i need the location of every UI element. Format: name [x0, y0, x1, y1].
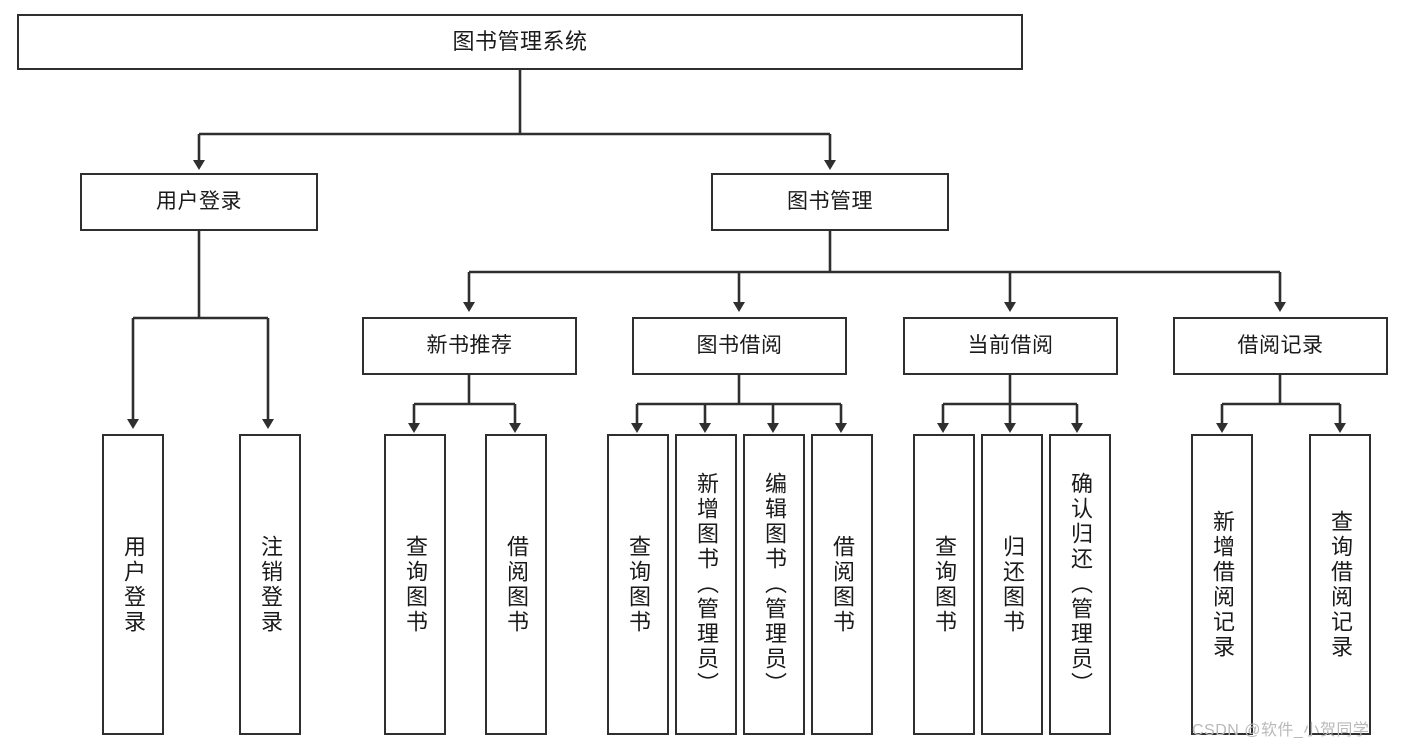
node-user-login[interactable]: 用户登录: [80, 173, 318, 231]
node-label: 新增借阅记录: [1210, 509, 1235, 660]
node-root-library-system[interactable]: 图书管理系统: [17, 14, 1023, 70]
node-label: 查询图书: [403, 534, 428, 635]
leaf-edit-book-admin[interactable]: 编辑图书（管理员）: [743, 434, 805, 735]
node-label: 查询图书: [626, 534, 651, 635]
node-label: 编辑图书（管理员）: [762, 472, 787, 697]
node-label: 确认归还（管理员）: [1068, 472, 1093, 697]
node-new-book-recommendation[interactable]: 新书推荐: [362, 317, 577, 375]
node-label: 用户登录: [121, 534, 146, 635]
leaf-logout[interactable]: 注销登录: [239, 434, 301, 735]
node-label: 借阅图书: [504, 534, 529, 635]
leaf-query-book-borrowing[interactable]: 查询图书: [607, 434, 669, 735]
node-label: 归还图书: [1000, 534, 1025, 635]
leaf-query-book-recommendation[interactable]: 查询图书: [384, 434, 446, 735]
leaf-return-book[interactable]: 归还图书: [981, 434, 1043, 735]
node-borrowing-record[interactable]: 借阅记录: [1173, 317, 1388, 375]
node-label: 新增图书（管理员）: [694, 472, 719, 697]
node-label: 查询图书: [932, 534, 957, 635]
node-label: 注销登录: [258, 534, 283, 635]
leaf-confirm-return-admin[interactable]: 确认归还（管理员）: [1049, 434, 1111, 735]
node-label: 借阅图书: [830, 534, 855, 635]
leaf-borrow-book-recommendation[interactable]: 借阅图书: [485, 434, 547, 735]
csdn-watermark: CSDN @软件_小贺同学: [1192, 722, 1370, 739]
node-label: 借阅记录: [1237, 333, 1324, 357]
leaf-user-login[interactable]: 用户登录: [102, 434, 164, 735]
node-book-management[interactable]: 图书管理: [711, 173, 949, 231]
node-label: 图书借阅: [696, 333, 783, 357]
node-label: 当前借阅: [967, 333, 1054, 357]
node-current-borrowing[interactable]: 当前借阅: [903, 317, 1118, 375]
leaf-query-book-current[interactable]: 查询图书: [913, 434, 975, 735]
leaf-borrow-book-borrowing[interactable]: 借阅图书: [811, 434, 873, 735]
node-label: 查询借阅记录: [1328, 509, 1353, 660]
leaf-query-borrow-record[interactable]: 查询借阅记录: [1309, 434, 1371, 735]
node-book-borrowing[interactable]: 图书借阅: [632, 317, 847, 375]
node-label: 新书推荐: [426, 333, 513, 357]
node-label: 用户登录: [156, 189, 242, 213]
leaf-add-book-admin[interactable]: 新增图书（管理员）: [675, 434, 737, 735]
node-label: 图书管理系统: [452, 29, 588, 55]
node-label: 图书管理: [787, 189, 873, 213]
leaf-add-borrow-record[interactable]: 新增借阅记录: [1191, 434, 1253, 735]
